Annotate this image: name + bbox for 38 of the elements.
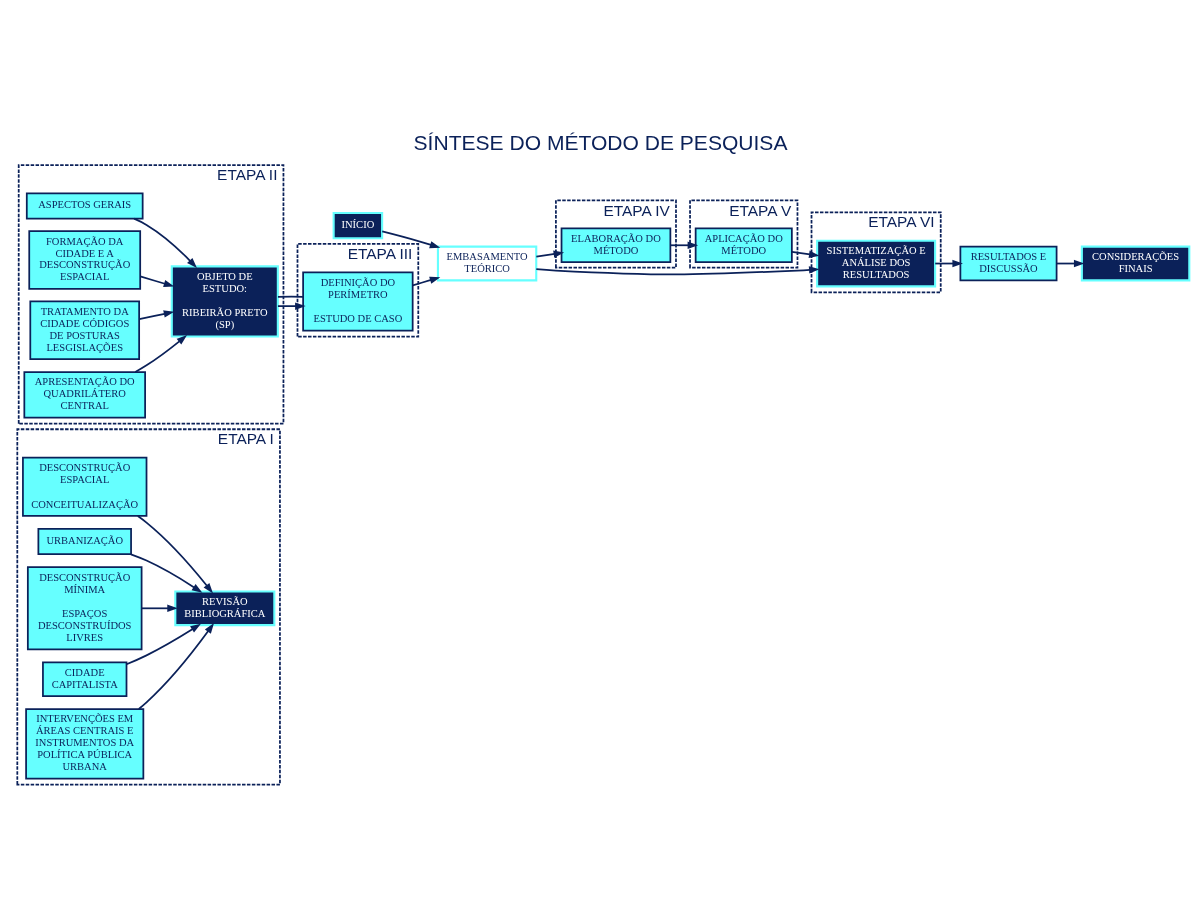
node-box: URBANIZAÇÃO [37,528,132,556]
arrow [669,241,699,249]
arrow [277,302,306,310]
diagram-title: SÍNTESE DO MÉTODO DE PESQUISA [413,131,788,155]
node-box: DESCONSTRUÇÃO MÍNIMA ESPAÇOS DESCONSTRUÍDOS LIVRES [26,566,143,651]
node-box: APRESENTAÇÃO DO QUADRILÁTERO CENTRAL [23,371,146,419]
arrow [535,250,565,258]
node-box: EMBASAMENTO TEÓRICO [436,245,538,282]
arrow [381,230,441,249]
node-box: TRATAMENTO DA CIDADE CÓDIGOS DE POSTURAS LESGISLAÇÕES [29,300,140,360]
node-box: INÍCIO [332,211,384,240]
node-box: ASPECTOS GERAIS [25,192,144,220]
node-box: RESULTADOS E DISCUSSÃO [959,245,1058,282]
node-box: CIDADE CAPITALISTA [42,661,128,697]
arrow [139,275,175,288]
arrow [411,276,441,287]
arrow [535,266,820,276]
node-box: OBJETO DE ESTUDO: RIBEIRÃO PRETO (SP) [170,265,279,338]
arrow [133,217,197,269]
node-box: FORMAÇÃO DA CIDADE E A DESCONSTRUÇÃO ESPACIAL [28,230,142,290]
arrow [136,515,214,594]
node-box: DEFINIÇÃO DO PERÍMETRO ESTUDO DE CASO [302,271,414,332]
arrow [134,335,188,373]
arrow [125,623,201,666]
connector [277,295,304,298]
node-box: DESCONSTRUÇÃO ESPACIAL CONCEITUALIZAÇÃO [22,456,148,517]
arrow [791,250,820,258]
node-box: CONSIDERAÇÕES FINAIS [1080,245,1191,282]
arrow [137,623,215,710]
arrow [130,553,203,593]
node-box: SISTEMATIZAÇÃO E ANÁLISE DOS RESULTADOS [816,239,937,288]
node-box: ELABORAÇÃO DO MÉTODO [560,227,672,263]
node-box: INTERVENÇÕES EM ÁREAS CENTRAIS E INSTRUMENTOS DA POLÍTICA PÚBLICA URBANA [25,708,145,780]
node-box: APLICAÇÃO DO MÉTODO [694,227,793,263]
arrow [1055,259,1085,268]
arrow [140,604,178,612]
arrow [138,310,175,320]
node-box: REVISÃO BIBLIOGRÁFICA [174,590,276,627]
